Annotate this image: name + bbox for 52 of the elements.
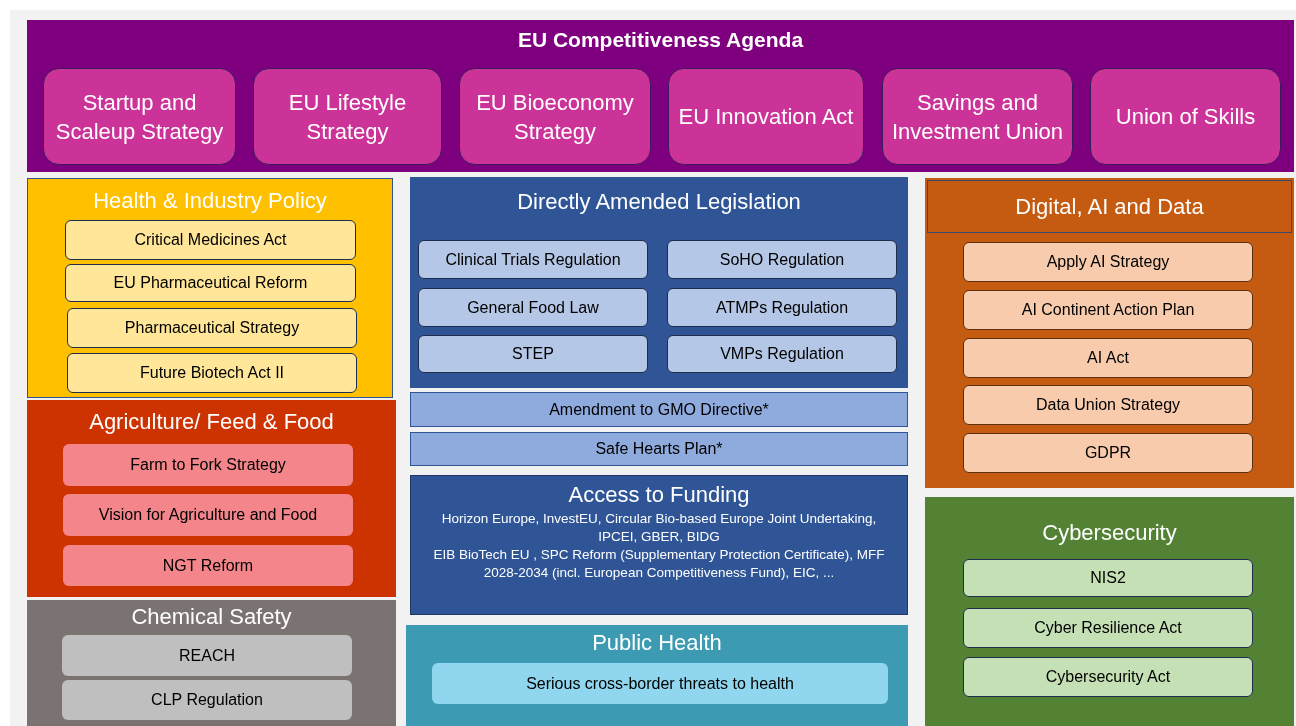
item-box: Serious cross-border threats to health bbox=[432, 663, 888, 704]
item-box: Vision for Agriculture and Food bbox=[63, 494, 353, 536]
item-box: NGT Reform bbox=[63, 545, 353, 586]
item-box: REACH bbox=[62, 635, 352, 676]
strategy-box: Startup and Scaleup Strategy bbox=[43, 68, 236, 165]
item-bar: Amendment to GMO Directive* bbox=[410, 392, 908, 427]
strategy-box: EU Innovation Act bbox=[668, 68, 864, 165]
item-box: GDPR bbox=[963, 433, 1253, 473]
panel-heading: Cybersecurity bbox=[1041, 519, 1178, 547]
category-panel bbox=[27, 400, 396, 597]
category-panel bbox=[410, 177, 908, 388]
item-box: Data Union Strategy bbox=[963, 385, 1253, 425]
panel-heading: Public Health bbox=[591, 629, 723, 657]
strategy-box: EU Bioeconomy Strategy bbox=[459, 68, 651, 165]
item-box: SoHO Regulation bbox=[667, 240, 897, 279]
item-bar: Safe Hearts Plan* bbox=[410, 432, 908, 466]
panel-heading: Health & Industry Policy bbox=[92, 187, 328, 215]
funding-text: EIB BioTech EU , SPC Reform (Supplementary Protection Certificate), MFF 2028-2034 (incl. European Competitiveness Fund), EIC, ... bbox=[432, 546, 886, 582]
item-box: NIS2 bbox=[963, 559, 1253, 597]
panel-heading: Directly Amended Legislation bbox=[516, 188, 802, 216]
item-box: Clinical Trials Regulation bbox=[418, 240, 648, 279]
category-panel bbox=[406, 625, 908, 726]
panel-heading: Agriculture/ Feed & Food bbox=[88, 408, 335, 436]
funding-panel bbox=[410, 475, 908, 615]
agenda-panel bbox=[27, 20, 1294, 172]
category-panel bbox=[925, 497, 1294, 726]
item-box: AI Continent Action Plan bbox=[963, 290, 1253, 330]
category-panel bbox=[27, 178, 393, 398]
panel-heading: EU Competitiveness Agenda bbox=[516, 27, 805, 53]
item-box: AI Act bbox=[963, 338, 1253, 378]
category-panel bbox=[925, 178, 1294, 488]
item-box: ATMPs Regulation bbox=[667, 288, 897, 327]
item-box: General Food Law bbox=[418, 288, 648, 327]
item-box: Future Biotech Act II bbox=[67, 353, 357, 393]
panel-heading: Access to Funding bbox=[568, 481, 750, 509]
item-box: CLP Regulation bbox=[62, 680, 352, 720]
item-box: VMPs Regulation bbox=[667, 335, 897, 373]
funding-text: Horizon Europe, InvestEU, Circular Bio-based Europe Joint Undertaking, IPCEI, GBER, BIDG bbox=[440, 510, 878, 546]
strategy-box: EU Lifestyle Strategy bbox=[253, 68, 442, 165]
item-box: EU Pharmaceutical Reform bbox=[65, 264, 356, 302]
item-box: Cybersecurity Act bbox=[963, 657, 1253, 697]
item-box: Pharmaceutical Strategy bbox=[67, 308, 357, 348]
category-panel bbox=[27, 600, 396, 726]
strategy-box: Savings and Investment Union bbox=[882, 68, 1073, 165]
item-box: Cyber Resilience Act bbox=[963, 608, 1253, 648]
panel-heading: Digital, AI and Data bbox=[927, 180, 1292, 233]
item-box: Farm to Fork Strategy bbox=[63, 444, 353, 486]
strategy-box: Union of Skills bbox=[1090, 68, 1281, 165]
item-box: STEP bbox=[418, 335, 648, 373]
item-box: Critical Medicines Act bbox=[65, 220, 356, 260]
panel-heading: Chemical Safety bbox=[130, 603, 293, 631]
item-box: Apply AI Strategy bbox=[963, 242, 1253, 282]
